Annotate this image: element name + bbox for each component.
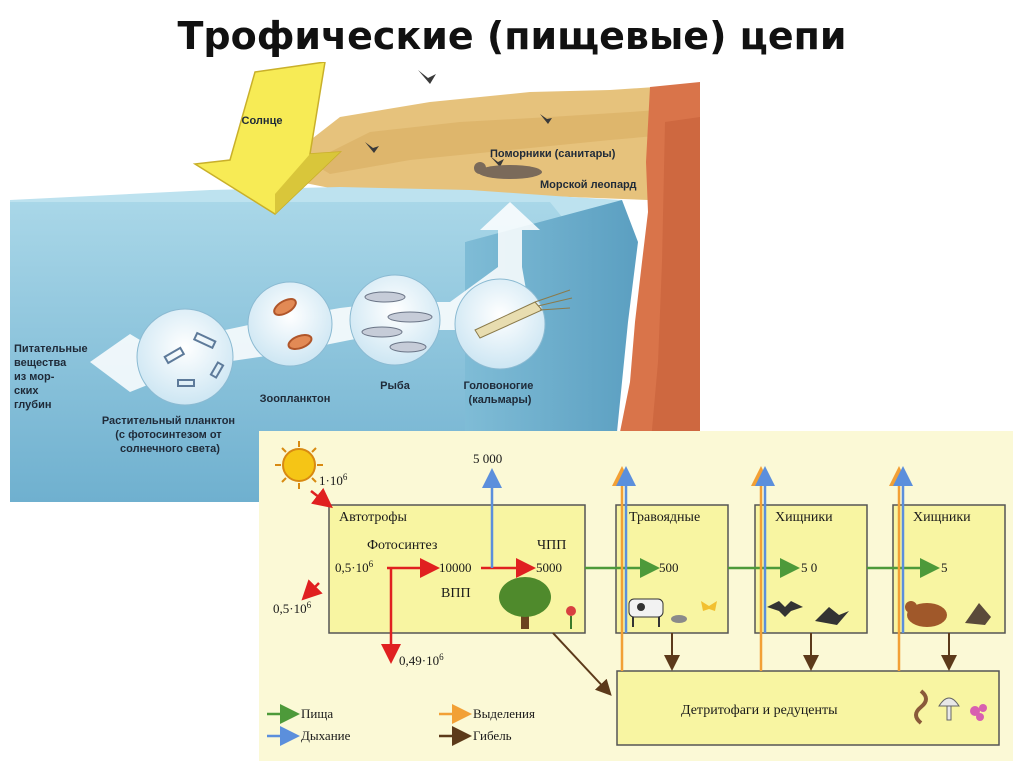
flower-icon	[566, 606, 576, 629]
phytoplankton-icon	[163, 331, 225, 387]
npp-value: 5000	[536, 560, 562, 575]
zooplankton-bubble	[247, 281, 333, 367]
nutrients-label: Питательные вещества из мор- ских глубин	[14, 343, 91, 411]
predators2-label: Хищники	[913, 510, 971, 525]
autotrophs-label: Автотрофы	[339, 510, 407, 525]
seal-icon	[474, 162, 542, 179]
phytoplankton-bubble	[136, 308, 234, 406]
sun-label: Солнце	[242, 115, 283, 127]
bird-icon	[815, 607, 849, 625]
cow-icon	[628, 598, 664, 627]
predators1-value: 5 0	[801, 560, 817, 575]
legend-death: Гибель	[473, 728, 512, 743]
legend: Пища Дыхание Выделения Гибель	[267, 704, 535, 746]
legend-excretion: Выделения	[473, 706, 535, 721]
legend-respiration: Дыхание	[301, 728, 351, 743]
fish-label: Рыба	[380, 380, 411, 392]
bat-icon	[767, 601, 803, 617]
tree-icon	[499, 577, 551, 629]
zooplankton-label: Зоопланктон	[260, 393, 331, 405]
mouse-icon	[671, 615, 687, 623]
predators2-value: 5	[941, 560, 948, 575]
respiration-value: 5 000	[473, 451, 502, 466]
ocean-food-chain-illustration: Солнце Поморники (санитары) Морской леоп…	[10, 62, 700, 502]
herbivores-value: 500	[659, 560, 679, 575]
gpp-value: 10000	[439, 560, 472, 575]
seal-label: Морской леопард	[540, 179, 637, 191]
absorbed-value: 0,5·106	[335, 559, 374, 575]
squid-icon	[474, 289, 573, 339]
photosynthesis-label: Фотосинтез	[367, 538, 438, 553]
herbivores-label: Травоядные	[629, 510, 700, 525]
skuas-label: Поморники (санитары)	[490, 148, 616, 160]
mushroom-icon	[938, 697, 960, 721]
page-title: Трофические (пищевые) цепи	[177, 14, 847, 58]
phytoplankton-label: Растительный планктон (с фотосинтезом от…	[102, 415, 238, 455]
solar-input-value: 1·106	[319, 472, 348, 488]
shore-shading	[310, 107, 700, 174]
predators1-label: Хищники	[775, 510, 833, 525]
microbe-icon	[970, 704, 987, 721]
energy-flow-diagram: 1·106 0,5·106 Автотрофы Фотосинтез ЧПП 0…	[259, 431, 1013, 761]
sun-icon	[275, 441, 323, 489]
bear-icon	[905, 601, 947, 627]
reflected-value: 0,5·106	[273, 600, 312, 616]
bird-icon	[365, 70, 552, 167]
detritus-label: Детритофаги и редуценты	[681, 703, 838, 718]
lost-value: 0,49·106	[399, 652, 444, 668]
worm-icon	[914, 689, 928, 725]
butterfly-icon	[701, 601, 717, 611]
eagle-icon	[965, 603, 991, 625]
legend-food: Пища	[301, 706, 333, 721]
gpp-label: ВПП	[441, 586, 471, 601]
zooplankton-icon	[273, 298, 313, 350]
cephalopods-label: Головоногие (кальмары)	[464, 380, 537, 406]
detritus-box	[616, 670, 1000, 746]
npp-label: ЧПП	[537, 538, 566, 553]
fish-icon	[361, 291, 433, 353]
sun-arrow-icon	[192, 62, 343, 215]
